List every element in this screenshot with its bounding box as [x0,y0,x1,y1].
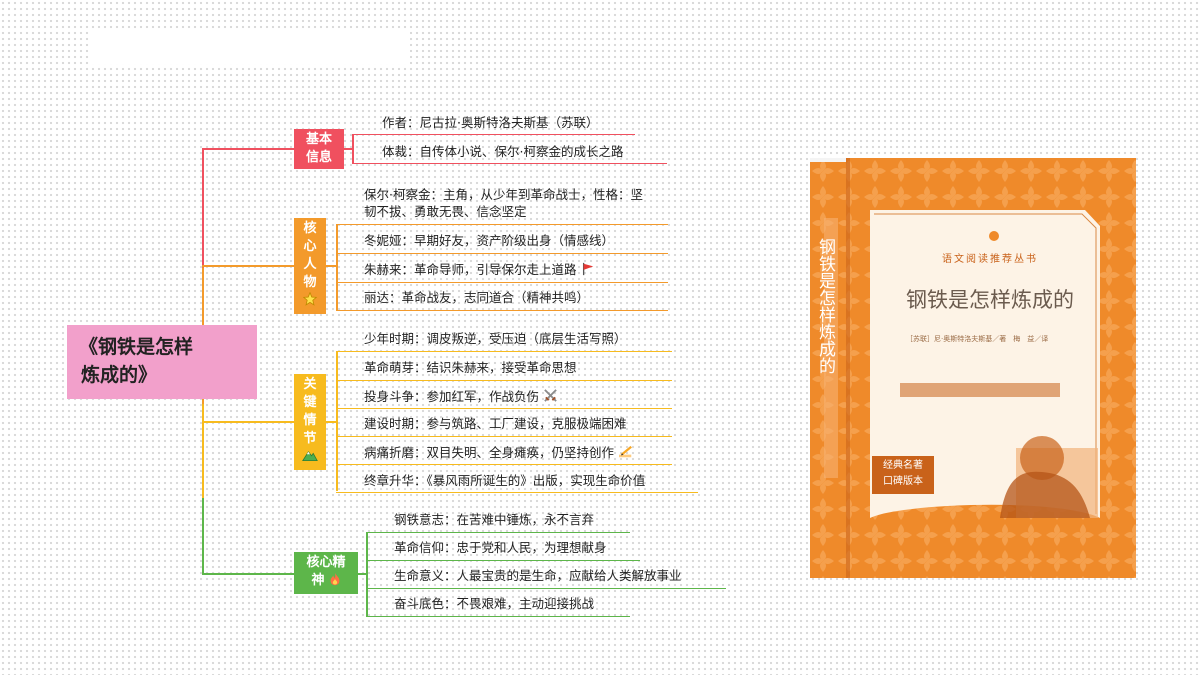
leaf-construction: 建设时期：参与筑路、工厂建设，克服极端困难 [364,416,627,431]
watermark [90,30,410,64]
branch-line-spirit [202,573,294,575]
hub-spirit[interactable]: 核心精 神 [294,552,358,594]
leaf-rita: 丽达：革命战友，志同道合（精神共鸣） [364,290,590,305]
hub-basic-info-line-1: 基本 [305,132,332,147]
leaf-illness: 病痛折磨：双目失明、全身瘫痪，仍坚持创作 [364,445,634,463]
hub-basic-info[interactable]: 基本 信息 [294,129,344,169]
book-title: 钢铁是怎样炼成的 [906,288,1074,312]
fire-icon [329,572,341,592]
leaf-finale: 终章升华：《暴风雨所诞生的》出版，实现生命价值 [364,473,646,488]
leaf-genre: 体裁：自传体小说、保尔·柯察金的成长之路 [382,144,624,159]
leaf-author: 作者：尼古拉·奥斯特洛夫斯基（苏联） [382,115,599,130]
leaf-paul-1: 保尔·柯察金：主角，从少年到革命战士，性格：坚 [364,187,643,202]
book-spine-title: 钢铁是怎样炼成的 [815,238,835,374]
star-icon [302,291,318,312]
hub-basic-info-line-2: 信息 [305,150,332,165]
leaf-youth: 少年时期：调皮叛逆，受压迫（底层生活写照） [364,331,627,346]
book-author-line: ［苏联］尼·奥斯特洛夫斯基／著 梅 益／译 [906,335,1049,343]
branch-line-basic-info [202,148,294,150]
hub-plot[interactable]: 关 键 情 节 [294,374,326,470]
hub-spirit-line-2: 神 [311,573,325,588]
red-flag-icon [581,262,595,280]
leaf-striving: 奋斗底色：不畏艰难，主动迎接挑战 [394,596,595,611]
leaf-faith: 革命信仰：忠于党和人民，为理想献身 [394,540,607,555]
leaf-struggle: 投身斗争：参加红军，作战负伤 [364,388,558,407]
bracket-characters [336,224,338,310]
leaf-meaning: 生命意义：人最宝贵的是生命，应献给人类解放事业 [394,568,682,583]
book-badge-line-2: 口碑版本 [883,476,923,487]
writing-hand-icon [618,445,634,463]
hub-characters[interactable]: 核 心 人 物 [294,218,326,314]
leaf-paul-2: 韧不拔、勇敢无畏、信念坚定 [364,204,527,219]
bracket-spirit [366,533,368,617]
book-badge: 经典名著 口碑版本 [872,458,934,490]
leaf-awakening: 革命萌芽：结识朱赫来，接受革命思想 [364,360,577,375]
mountain-icon [302,448,318,468]
book-badge-line-1: 经典名著 [883,460,923,471]
leaf-zhukhrai: 朱赫来：革命导师，引导保尔走上道路 [364,262,595,280]
leaf-will: 钢铁意志：在苦难中锤炼，永不言弃 [394,512,595,527]
book-series-label: 语文阅读推荐丛书 [942,254,1038,265]
root-line-2: 炼成的》 [81,364,158,386]
crossed-swords-icon [543,388,558,407]
hub-spirit-line-1: 核心精 [306,555,346,570]
branch-line-plot [202,421,294,423]
root-line-1: 《钢铁是怎样 [79,336,194,358]
root-topic[interactable]: 《钢铁是怎样 炼成的》 [67,325,257,399]
book-cover-image: 语文阅读推荐丛书 钢铁是怎样炼成的 ［苏联］尼·奥斯特洛夫斯基／著 梅 益／译 … [810,158,1136,578]
leaf-tonya: 冬妮娅：早期好友，资产阶级出身（情感线） [364,233,615,248]
branch-line-characters [202,265,294,267]
